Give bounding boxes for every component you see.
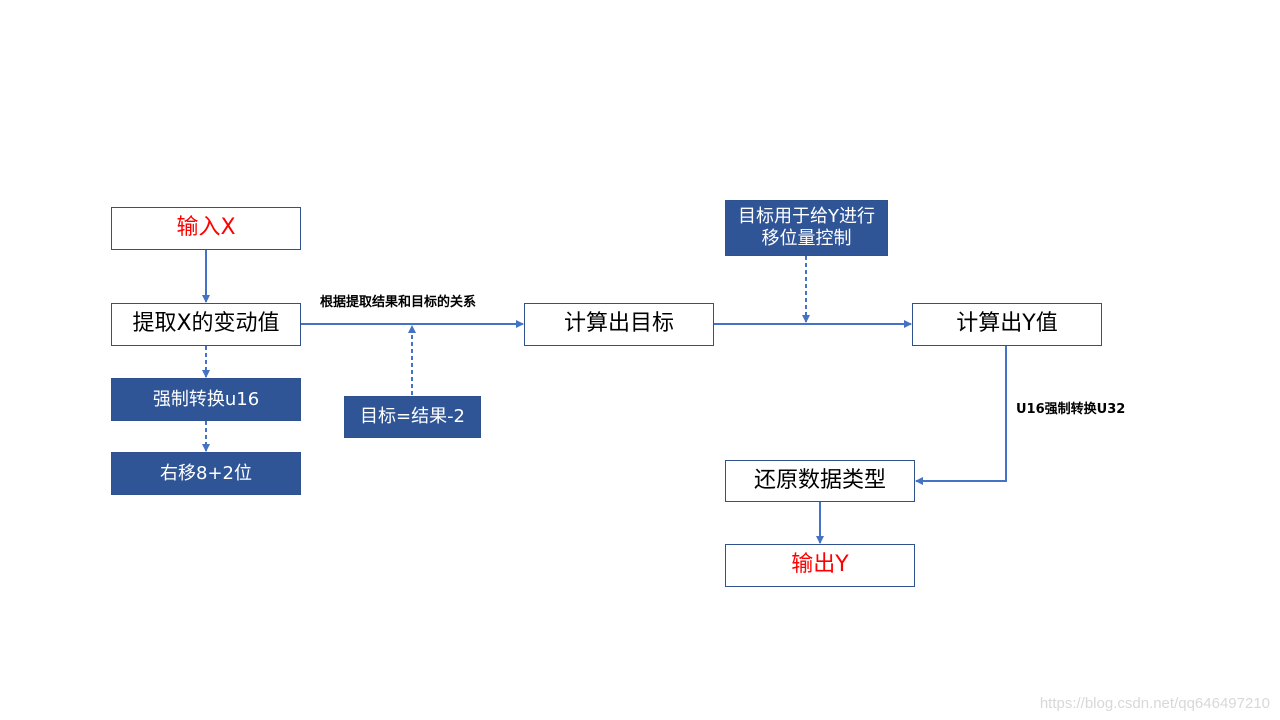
node-compute-target: 计算出目标 — [524, 303, 714, 346]
node-cast-u16-label: 强制转换u16 — [152, 388, 260, 410]
node-extract-x-delta-label: 提取X的变动值 — [132, 311, 280, 337]
node-cast-u16: 强制转换u16 — [111, 378, 301, 421]
node-target-eq: 目标=结果-2 — [344, 396, 481, 438]
node-target-usage: 目标用于给Y进行 移位量控制 — [725, 200, 888, 256]
node-shift-right-label: 右移8+2位 — [160, 462, 252, 484]
node-compute-y-label: 计算出Y值 — [956, 311, 1058, 337]
watermark: https://blog.csdn.net/qq646497210 — [1039, 695, 1270, 712]
node-extract-x-delta: 提取X的变动值 — [111, 303, 301, 346]
node-restore-type-label: 还原数据类型 — [753, 467, 886, 493]
node-target-usage-line2: 移位量控制 — [761, 228, 852, 249]
edge-y-to-restore — [915, 346, 1007, 485]
edge-label-cast-u32: U16强制转换U32 — [1016, 402, 1126, 417]
node-output-y: 输出Y — [725, 544, 915, 587]
node-output-y-label: 输出Y — [791, 552, 849, 578]
node-input-x: 输入X — [111, 207, 301, 250]
node-target-eq-label: 目标=结果-2 — [359, 406, 466, 428]
node-shift-right: 右移8+2位 — [111, 452, 301, 495]
node-restore-type: 还原数据类型 — [725, 460, 915, 502]
node-target-usage-line1: 目标用于给Y进行 — [738, 206, 875, 228]
node-input-x-label: 输入X — [176, 215, 236, 241]
edge-label-relation: 根据提取结果和目标的关系 — [320, 295, 477, 310]
node-compute-target-label: 计算出目标 — [563, 311, 674, 337]
node-compute-y: 计算出Y值 — [912, 303, 1102, 346]
